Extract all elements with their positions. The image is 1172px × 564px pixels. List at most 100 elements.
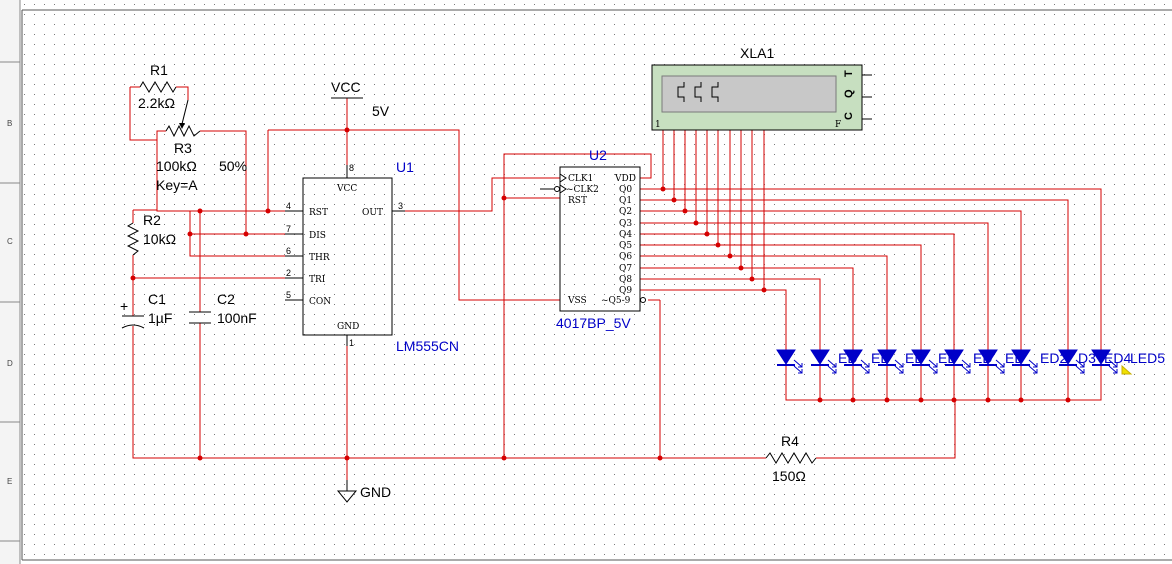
u2-pin-q2: Q2 <box>619 207 632 217</box>
led-7[interactable] <box>978 349 1005 374</box>
led-6[interactable] <box>944 349 971 374</box>
gnd-symbol[interactable]: GND <box>336 480 391 503</box>
ruler-row-e: E <box>7 477 12 486</box>
led-1[interactable] <box>776 349 803 374</box>
light-arrow-icon <box>1028 365 1038 374</box>
u1-pin-num-2: 2 <box>286 268 291 278</box>
u2-pin-q3: Q3 <box>619 219 632 229</box>
xla1-corner-right: F <box>835 120 841 130</box>
u2-pin-clk2: ~CLK2 <box>566 185 599 195</box>
r3-key: Key=A <box>156 177 198 193</box>
r2-ref: R2 <box>143 212 161 228</box>
r2-resistor[interactable]: R2 10kΩ <box>126 212 176 256</box>
u1-lm555[interactable]: U1 LM555CN VCC 8 RST 4 DIS 7 THR 6 TRI 2… <box>285 159 459 354</box>
r3-potentiometer[interactable]: R3 100kΩ 50% Key=A <box>156 99 247 193</box>
u1-pin-num-5: 5 <box>286 290 291 300</box>
light-arrow-icon <box>860 359 870 368</box>
r1-resistor[interactable]: R1 2.2kΩ <box>138 62 177 111</box>
u2-part: 4017BP_5V <box>556 315 631 331</box>
u2-pin-vss: VSS <box>567 296 587 306</box>
r2-value: 10kΩ <box>143 231 176 247</box>
u2-pin-q9: Q9 <box>619 286 632 296</box>
led-label-fragment: ED <box>905 350 924 366</box>
u1-pin-num-3: 3 <box>398 201 403 211</box>
led-5[interactable] <box>911 349 938 374</box>
xla1-corner-left: 1 <box>655 120 661 130</box>
led-label-fragment: ED <box>838 350 857 366</box>
xla1-ref: XLA1 <box>740 45 774 61</box>
u1-pin-thr: THR <box>309 253 330 263</box>
r1-value: 2.2kΩ <box>138 95 175 111</box>
c1-capacitor[interactable]: + C1 1µF <box>120 291 172 329</box>
led-3[interactable] <box>843 349 870 374</box>
u1-ref: U1 <box>396 159 414 175</box>
r4-ref: R4 <box>781 433 799 449</box>
led-label-fragment: ED <box>871 350 890 366</box>
r3-percent: 50% <box>219 158 247 174</box>
u1-pin-num-7: 7 <box>286 224 291 234</box>
light-arrow-icon <box>793 365 803 374</box>
u1-pin-num-8: 8 <box>349 163 354 173</box>
light-arrow-icon <box>793 359 803 368</box>
light-arrow-icon <box>1028 359 1038 368</box>
light-arrow-icon <box>860 365 870 374</box>
ruler-row-c: C <box>7 237 13 246</box>
led-4[interactable] <box>877 349 904 374</box>
r4-resistor[interactable]: R4 150Ω <box>765 433 817 484</box>
light-arrow-icon <box>928 365 938 374</box>
led-label-tail: LED5 <box>1130 350 1165 366</box>
junctions <box>130 127 1071 461</box>
vcc-symbol[interactable]: VCC 5V <box>331 79 390 119</box>
led-10[interactable] <box>1091 349 1118 374</box>
u1-pin-tri: TRI <box>309 275 326 285</box>
led-8[interactable] <box>1011 349 1038 374</box>
light-arrow-icon <box>961 359 971 368</box>
led-label-fragment: ED <box>938 350 957 366</box>
u2-ref: U2 <box>589 147 607 163</box>
light-arrow-icon <box>961 365 971 374</box>
u1-pin-con: CON <box>309 297 331 307</box>
led-9[interactable] <box>1058 349 1085 374</box>
light-arrow-icon <box>827 365 837 374</box>
led-label-fragment: ED <box>973 350 992 366</box>
u1-pin-dis: DIS <box>309 231 326 241</box>
u1-pin-gnd: GND <box>337 322 359 332</box>
xla1-logic-analyzer[interactable]: XLA1 1 F T Q C <box>651 45 872 131</box>
light-arrow-icon <box>1108 359 1118 368</box>
light-arrow-icon <box>827 359 837 368</box>
wiper-arrow-icon <box>179 123 185 129</box>
u2-4017[interactable]: U2 4017BP_5V CLK1 ~CLK2 RST VDD VSS ~Q5-… <box>540 147 646 331</box>
u1-pin-num-4: 4 <box>286 201 291 211</box>
vcc-label: VCC <box>331 79 361 95</box>
u2-pin-vdd: VDD <box>614 174 636 184</box>
led-label-fragment: D3 <box>1078 350 1096 366</box>
c2-capacitor[interactable]: C2 100nF <box>189 291 257 326</box>
u1-pin-num-6: 6 <box>286 246 291 256</box>
light-arrow-icon <box>894 359 904 368</box>
r3-ref: R3 <box>174 140 192 156</box>
u2-pin-q5: Q5 <box>619 241 632 251</box>
light-arrow-icon <box>995 359 1005 368</box>
light-arrow-icon <box>1075 365 1085 374</box>
c1-polarity: + <box>120 298 128 314</box>
led-label-fragment: ED2 <box>1040 350 1067 366</box>
ruler-row-b: B <box>7 119 12 128</box>
u1-part: LM555CN <box>396 338 459 354</box>
xla1-letter-c-top: C <box>843 112 855 120</box>
u1-pin-out: OUT <box>362 208 383 218</box>
led-label-fragment: ED <box>1005 350 1024 366</box>
u1-pin-rst: RST <box>309 208 328 218</box>
u2-pin-q59: ~Q5-9 <box>601 296 631 306</box>
xla1-letter-t-top: T <box>843 70 855 77</box>
c2-ref: C2 <box>217 291 235 307</box>
u1-pin-num-1: 1 <box>349 338 354 348</box>
u2-pin-q8: Q8 <box>619 275 632 285</box>
u2-pin-clk1: CLK1 <box>568 174 593 184</box>
led-2[interactable] <box>810 349 837 374</box>
vcc-value: 5V <box>372 103 390 119</box>
c1-value: 1µF <box>148 310 172 326</box>
r4-value: 150Ω <box>772 468 806 484</box>
wires[interactable] <box>129 86 1102 480</box>
